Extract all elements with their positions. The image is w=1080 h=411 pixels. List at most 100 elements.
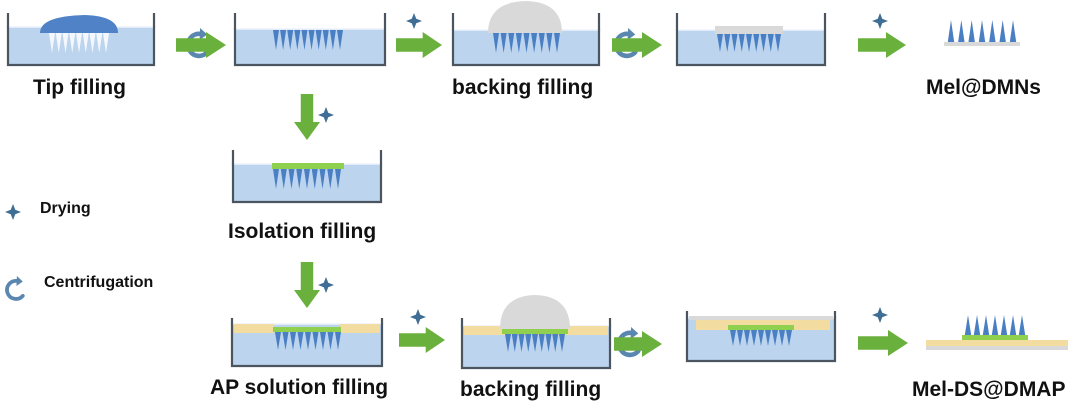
microneedle [282,332,289,350]
process-arrow [858,330,908,356]
label-mel-dmns: Mel@DMNs [926,76,1041,99]
microneedle [758,330,764,346]
arrow-down-2 [294,262,320,308]
tray-wall [460,318,612,370]
microneedle [767,34,774,52]
microneedle [275,332,281,350]
drug-solution-drop [40,15,118,33]
arrow-down-1 [294,94,320,140]
process-arrow-down [294,262,320,308]
microneedle [508,33,515,53]
label-backing-filling-top: backing filling [452,76,594,99]
microneedle [327,332,334,350]
microneedle [82,33,89,53]
microneedle [280,30,287,50]
backing-layer [689,316,833,320]
microneedle [545,334,552,352]
curved-arrow-icon [5,279,25,301]
product-ap-layer [926,340,1068,346]
drying-icon-2 [872,13,888,29]
microneedle [319,169,326,189]
label-isolation-filling: Isolation filling [228,220,377,243]
microneedle [76,33,82,53]
microneedle [296,169,303,189]
microneedle [775,34,781,52]
backing-drop [500,295,570,329]
arrow-1 [176,32,226,58]
microneedle [947,20,955,42]
product-backing [944,42,1020,46]
tray-isolation-filling [231,150,383,204]
tray-wall [233,13,387,67]
tray-ap-solution [230,318,384,368]
microneedle [982,315,990,335]
arrow-5 [399,327,445,353]
arrow-6 [614,331,662,357]
tray-wall [231,150,383,204]
label-tip-filling: Tip filling [33,76,126,99]
microneedle [49,33,55,53]
microneedle [329,30,336,50]
microneedle [751,330,757,346]
microneedle [1009,20,1017,42]
curved-arrow-head [199,27,208,41]
microneedle [546,33,553,53]
backing-drop [488,1,562,33]
microneedle [999,20,1006,42]
drying-icon-3 [318,107,334,123]
label-backing-filling-bottom: backing filling [460,378,602,401]
microneedle [280,169,287,189]
microneedle [297,332,304,350]
microneedle [308,30,315,50]
microneedle [717,34,723,52]
microneedle [772,330,778,346]
product-mel-ds-dmap [926,315,1068,350]
drying-icon-1 [406,13,422,29]
microneedle [89,33,96,53]
microneedle [760,34,767,52]
tray-tip-filling [6,13,156,67]
microneedle [989,20,996,42]
legend-centrifuge-icon [5,276,25,301]
curved-arrow-head [627,27,636,41]
isolation-layer [728,325,794,330]
drying-icon-5 [410,309,426,325]
microneedle [315,30,322,50]
microneedle [304,169,310,189]
microneedle [305,332,311,350]
microneedle [523,33,530,53]
microneedle [744,330,750,346]
microneedle [973,315,981,335]
microneedle [518,334,525,352]
microneedle [500,33,507,53]
microneedle [493,33,499,53]
microneedle [779,330,785,346]
tray-wall [6,13,156,67]
microneedle [991,315,999,335]
microneedle [273,30,279,50]
legend-drying-label: Drying [40,200,91,217]
microneedle [964,315,972,335]
microneedle [753,34,760,52]
microneedle [312,332,319,350]
microneedle [552,334,559,352]
isolation-layer [272,163,344,169]
arrow-4 [858,32,906,58]
microneedle [737,330,743,346]
microneedle [55,33,62,53]
curved-arrow-head [630,326,639,340]
microneedle [273,169,279,189]
tray-final-centrifuged [685,311,837,363]
microneedle [301,30,308,50]
microneedle [738,34,745,52]
isolation-layer [273,327,341,332]
microneedle [337,30,343,50]
tray-backing-filling-top [451,1,601,67]
tray-backing-filling-bottom [460,295,612,370]
microneedle [511,334,518,352]
drying-icon-6 [872,307,888,323]
ap-layer-right [340,324,380,333]
microneedle [62,33,69,53]
tray-wall [675,13,827,67]
